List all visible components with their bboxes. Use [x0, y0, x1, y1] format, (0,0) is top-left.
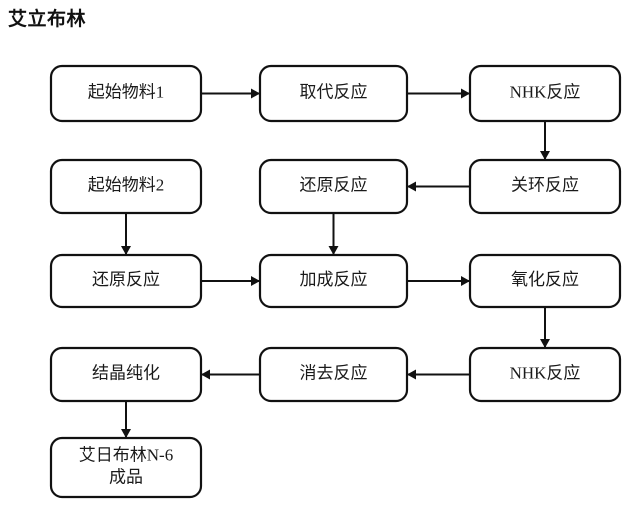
node-label-line: 还原反应 — [300, 175, 368, 194]
node-box — [258, 346, 409, 403]
arrow-head — [251, 88, 260, 99]
node-label: 加成反应 — [300, 270, 368, 289]
node-label-line: 起始物料1 — [88, 82, 165, 101]
flowchart-edge — [407, 369, 470, 380]
flowchart-node[interactable]: 关环反应 — [468, 158, 622, 215]
node-box — [49, 253, 203, 309]
flowchart-node[interactable]: 消去反应 — [258, 346, 409, 403]
flowchart-edges — [121, 88, 550, 438]
arrow-head — [328, 246, 339, 255]
node-label: NHK反应 — [510, 363, 581, 382]
node-box — [49, 158, 203, 215]
flowchart-node[interactable]: 还原反应 — [258, 158, 409, 215]
node-label: 艾日布林N-6 成品 — [79, 445, 173, 486]
arrow-head — [407, 181, 416, 192]
node-label: 还原反应 — [92, 270, 160, 289]
flowchart-node[interactable]: 还原反应 — [49, 253, 203, 309]
node-label-line: 还原反应 — [92, 270, 160, 289]
page-title: 艾立布林 — [8, 9, 87, 30]
node-label-line: 艾日布林N-6 — [79, 445, 173, 464]
node-box — [468, 253, 622, 309]
node-box — [258, 64, 409, 123]
flowchart-node[interactable]: NHK反应 — [468, 346, 622, 403]
node-label-line: 结晶纯化 — [92, 363, 160, 382]
node-label-line: 取代反应 — [300, 82, 368, 101]
flowchart-node[interactable]: NHK反应 — [468, 64, 622, 123]
arrow-head — [461, 88, 470, 99]
arrow-head — [407, 369, 416, 380]
flowchart-node[interactable]: 艾日布林N-6 成品 — [49, 436, 203, 499]
arrow-head — [251, 276, 260, 286]
node-box — [468, 64, 622, 123]
flowchart-edge — [540, 121, 550, 160]
node-label: 起始物料1 — [88, 82, 165, 101]
node-label: NHK反应 — [510, 82, 581, 101]
flowchart-node[interactable]: 起始物料2 — [49, 158, 203, 215]
node-box — [49, 64, 203, 123]
node-label-line: 氧化反应 — [511, 270, 579, 289]
flowchart-node[interactable]: 取代反应 — [258, 64, 409, 123]
node-box — [258, 253, 409, 309]
flowchart-edge — [407, 276, 470, 286]
node-label: 起始物料2 — [88, 175, 165, 194]
node-label-line: NHK反应 — [510, 363, 581, 382]
arrow-head — [461, 276, 470, 286]
flowchart-edge — [201, 276, 260, 286]
node-label: 氧化反应 — [511, 270, 579, 289]
node-box — [468, 346, 622, 403]
flowchart-node[interactable]: 加成反应 — [258, 253, 409, 309]
node-label: 消去反应 — [300, 363, 368, 382]
flowchart-node[interactable]: 结晶纯化 — [49, 346, 203, 403]
node-label: 关环反应 — [511, 175, 579, 194]
node-label: 结晶纯化 — [92, 363, 160, 382]
flowchart-edge — [201, 369, 260, 380]
flowchart-edge — [540, 307, 550, 348]
flowchart-edge — [407, 181, 470, 192]
node-box — [468, 158, 622, 215]
node-label-line: 关环反应 — [511, 175, 579, 194]
flowchart-edge — [407, 88, 470, 99]
flowchart-edge — [328, 213, 339, 255]
node-label-line: 成品 — [109, 467, 143, 486]
arrow-head — [201, 369, 210, 380]
arrow-head — [540, 339, 550, 348]
flowchart-edge — [121, 401, 131, 438]
node-box — [258, 158, 409, 215]
node-label-line: 消去反应 — [300, 363, 368, 382]
arrow-head — [121, 429, 131, 438]
arrow-head — [540, 151, 550, 160]
node-label-line: NHK反应 — [510, 82, 581, 101]
flowchart-node[interactable]: 氧化反应 — [468, 253, 622, 309]
node-box — [49, 436, 203, 499]
node-label: 还原反应 — [300, 175, 368, 194]
node-label: 取代反应 — [300, 82, 368, 101]
node-label-line: 加成反应 — [300, 270, 368, 289]
node-label-line: 起始物料2 — [88, 175, 165, 194]
node-box — [49, 346, 203, 403]
flowchart-edge — [201, 88, 260, 99]
flowchart-node[interactable]: 起始物料1 — [49, 64, 203, 123]
arrow-head — [121, 246, 131, 255]
flowchart-edge — [121, 213, 131, 255]
